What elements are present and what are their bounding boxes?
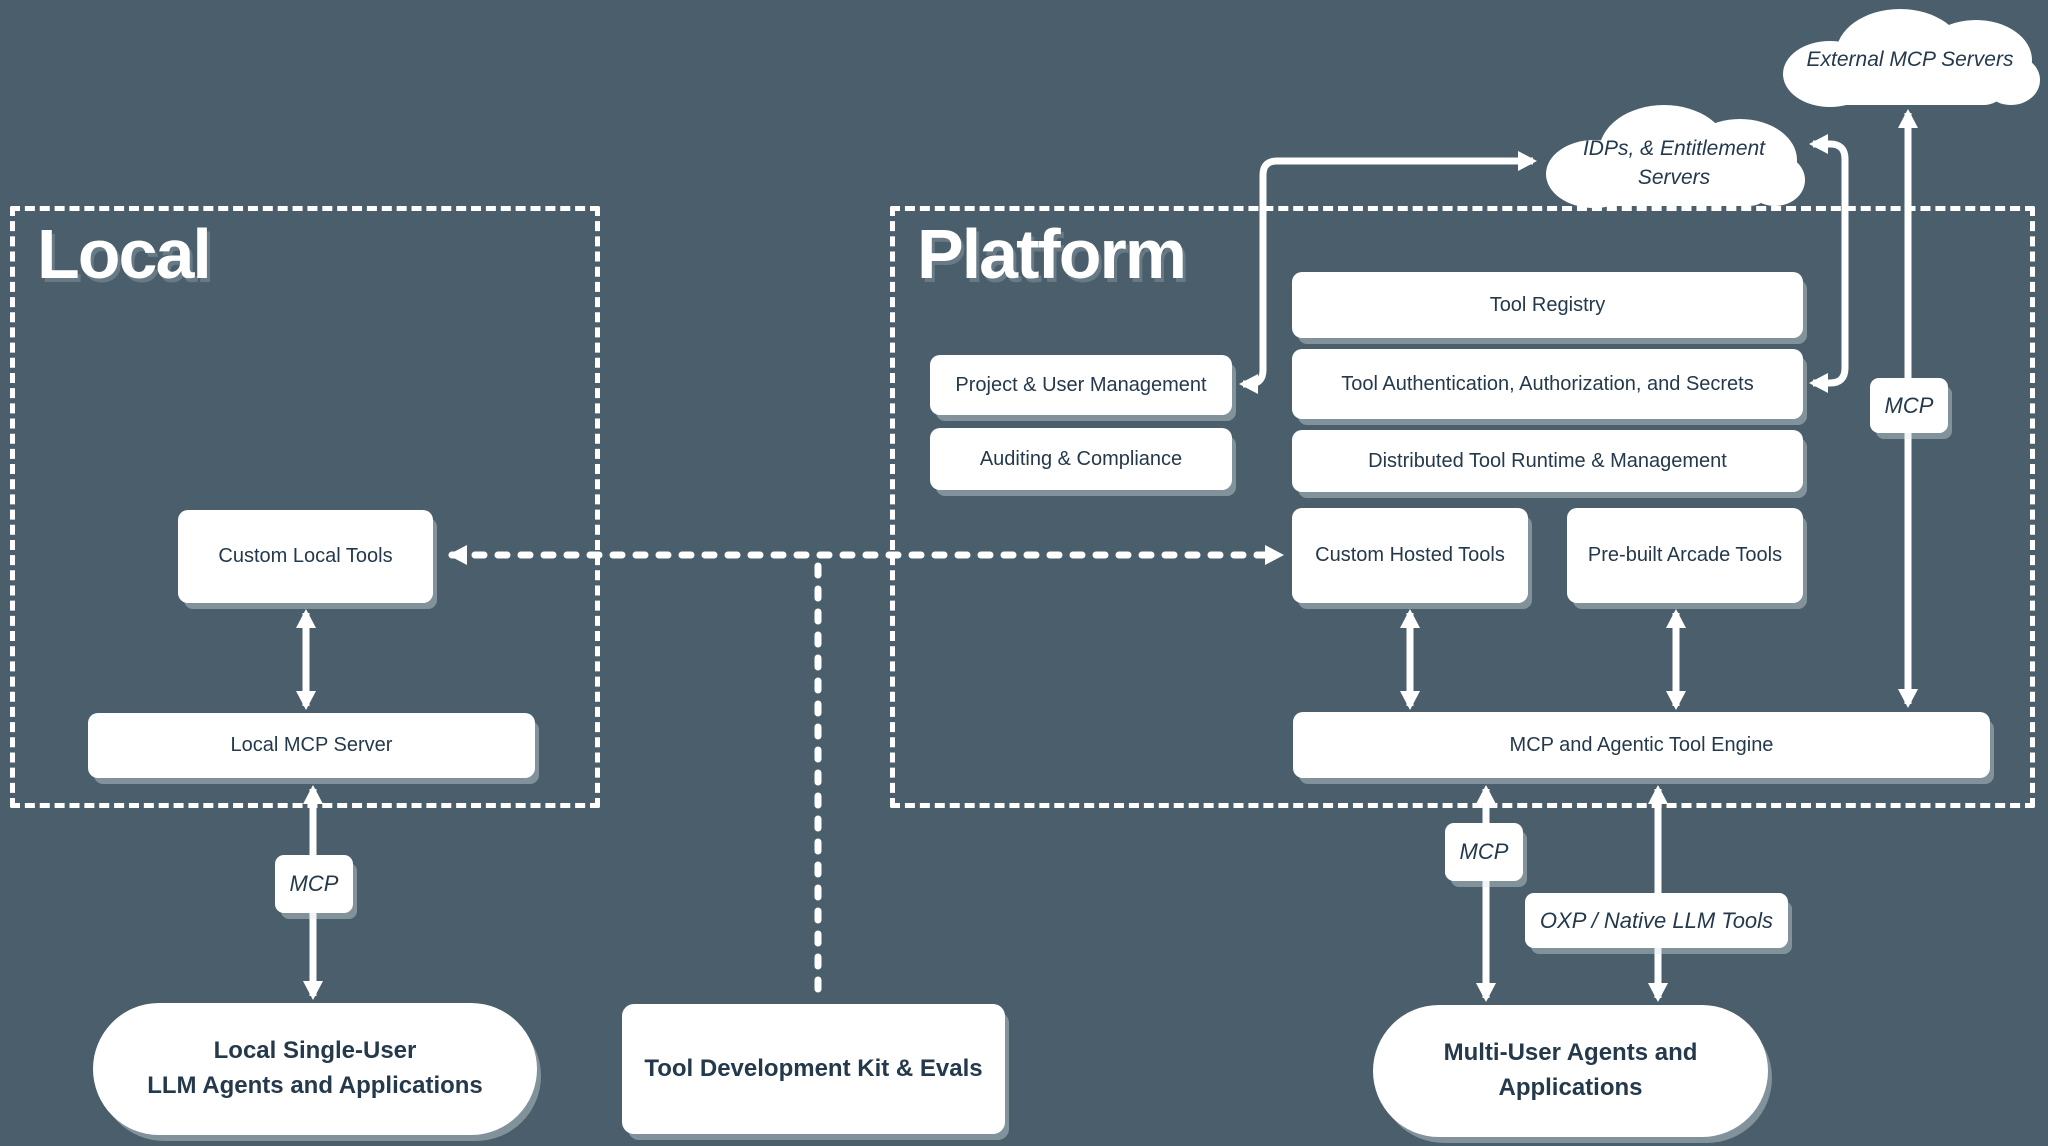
idps-label-line1: IDPs, & Entitlement bbox=[1582, 136, 1766, 160]
idps-entitlement-label: IDPs, & Entitlement Servers bbox=[1540, 98, 1808, 224]
oxp-edge-label-text: OXP / Native LLM Tools bbox=[1539, 907, 1774, 933]
multi-user-agents-node: Multi-User Agents and Applications bbox=[1373, 1005, 1768, 1137]
tool-dev-kit-node: Tool Development Kit & Evals bbox=[622, 1004, 1005, 1134]
custom-local-tools-label: Custom Local Tools bbox=[218, 545, 393, 567]
custom-local-tools-node: Custom Local Tools bbox=[178, 510, 433, 603]
auditing-compliance-node: Auditing & Compliance bbox=[930, 428, 1232, 490]
auditing-compliance-label: Auditing & Compliance bbox=[979, 447, 1183, 470]
mcp-edge-label-external-text: MCP bbox=[1884, 392, 1934, 418]
mcp-engine-label: MCP and Agentic Tool Engine bbox=[1509, 733, 1774, 756]
project-user-management-label: Project & User Management bbox=[955, 373, 1207, 396]
prebuilt-arcade-tools-node: Pre-built Arcade Tools bbox=[1567, 508, 1803, 603]
distributed-runtime-node: Distributed Tool Runtime & Management bbox=[1292, 430, 1803, 492]
multi-user-agents-label-line1: Multi-User Agents and bbox=[1443, 1039, 1698, 1067]
tool-registry-label: Tool Registry bbox=[1489, 293, 1606, 316]
tool-dev-kit-label: Tool Development Kit & Evals bbox=[644, 1054, 983, 1082]
mcp-engine-node: MCP and Agentic Tool Engine bbox=[1293, 712, 1990, 778]
arrow-idps-to-project-user-mgmt bbox=[1239, 151, 1537, 394]
custom-hosted-tools-node: Custom Hosted Tools bbox=[1292, 508, 1528, 603]
local-region-title: Local bbox=[37, 215, 212, 293]
mcp-edge-label-external: MCP bbox=[1870, 378, 1948, 433]
mcp-edge-label-local-text: MCP bbox=[289, 871, 339, 897]
idps-label-line2: Servers bbox=[1637, 166, 1711, 189]
local-mcp-server-label: Local MCP Server bbox=[230, 734, 393, 756]
project-user-management-node: Project & User Management bbox=[930, 355, 1232, 415]
arrow-idps-to-tool-auth bbox=[1809, 134, 1849, 393]
cloud-shape-icon bbox=[1783, 9, 2040, 107]
tool-registry-node: Tool Registry bbox=[1292, 272, 1803, 338]
oxp-edge-label: OXP / Native LLM Tools bbox=[1525, 893, 1788, 948]
external-mcp-servers-label: External MCP Servers bbox=[1806, 48, 2014, 72]
local-agents-label-line2: LLM Agents and Applications bbox=[147, 1072, 483, 1099]
custom-hosted-tools-label: Custom Hosted Tools bbox=[1315, 544, 1505, 566]
external-mcp-servers-cloud: External MCP Servers bbox=[1778, 2, 2042, 118]
tool-auth-label: Tool Authentication, Authorization, and … bbox=[1341, 372, 1754, 395]
local-mcp-server-node: Local MCP Server bbox=[88, 713, 535, 778]
local-agents-node: Local Single-User LLM Agents and Applica… bbox=[93, 1003, 537, 1135]
mcp-edge-label-local: MCP bbox=[275, 855, 353, 913]
prebuilt-arcade-tools-label: Pre-built Arcade Tools bbox=[1587, 544, 1783, 566]
tool-auth-node: Tool Authentication, Authorization, and … bbox=[1292, 349, 1803, 419]
cloud-shape-icon bbox=[1546, 105, 1805, 208]
local-agents-label-line1: Local Single-User bbox=[213, 1037, 417, 1065]
platform-region-title: Platform bbox=[917, 215, 1187, 293]
mcp-edge-label-platform-text: MCP bbox=[1459, 839, 1509, 865]
distributed-runtime-label: Distributed Tool Runtime & Management bbox=[1368, 449, 1727, 472]
idps-entitlement-cloud: IDPs, & Entitlement Servers bbox=[1540, 98, 1808, 220]
multi-user-agents-label-line2: Applications bbox=[1498, 1074, 1643, 1101]
mcp-edge-label-platform: MCP bbox=[1445, 823, 1523, 881]
